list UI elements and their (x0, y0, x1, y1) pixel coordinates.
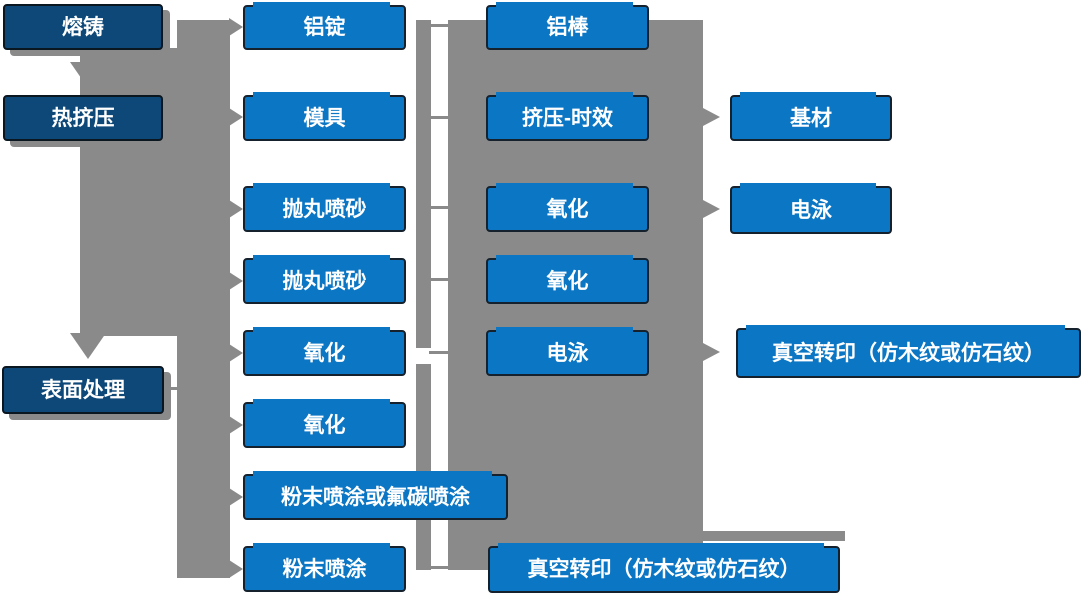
node-shot-blast-sand-2: 抛丸喷砂 (243, 255, 406, 304)
node-surface-treatment: 表面处理 (2, 366, 164, 414)
arrow-to-powder-or-fluorocarbon-coating (229, 488, 243, 506)
stage-arrow-to-hot-extrusion (70, 62, 106, 88)
node-aluminum-ingot: 铝锭 (243, 2, 406, 50)
arrow-to-oxidation-2 (229, 416, 243, 434)
arrow-to-electrophoresis-2 (703, 200, 720, 218)
arrow-to-vacuum-transfer-1 (703, 343, 720, 361)
collector-stub-row3 (429, 206, 450, 209)
node-aluminum-rod: 铝棒 (486, 2, 649, 50)
node-vacuum-transfer-2: 真空转印（仿木纹或仿石纹） (736, 325, 1081, 378)
node-vacuum-transfer-1: 真空转印（仿木纹或仿石纹） (488, 543, 840, 593)
node-mold: 模具 (243, 92, 406, 141)
arrow-to-mold (229, 108, 243, 126)
node-powder-coating: 粉末喷涂 (243, 543, 406, 592)
node-hot-extrusion: 热挤压 (3, 95, 163, 141)
collector-bar-upper (416, 20, 431, 348)
node-melting-casting: 熔铸 (3, 4, 163, 50)
distribution-band (177, 20, 230, 578)
collector-stub-row1 (429, 24, 450, 27)
arrow-to-oxidation-1 (229, 344, 243, 362)
arrow-to-shot-blast-sand-1 (229, 200, 243, 218)
arrow-to-powder-coating (229, 560, 243, 578)
stage-flow-band (80, 48, 177, 336)
collector-stub-row8 (429, 566, 450, 569)
node-oxidation-4: 氧化 (486, 255, 649, 304)
surface-treatment-connector-line (163, 387, 179, 390)
node-base-material: 基材 (730, 92, 892, 141)
process-band-bottom-branch (700, 531, 845, 541)
node-oxidation-3: 氧化 (486, 183, 649, 232)
arrow-to-shot-blast-sand-2 (229, 272, 243, 290)
collector-stub-row4 (429, 278, 450, 281)
arrow-to-base-material (703, 108, 720, 126)
collector-bar-lower (416, 364, 431, 570)
node-oxidation-1: 氧化 (243, 327, 406, 376)
stage-arrow-to-surface-treatment (70, 333, 106, 359)
collector-stub-row2 (429, 116, 450, 119)
node-oxidation-2: 氧化 (243, 399, 406, 448)
node-electrophoresis-2: 电泳 (730, 183, 892, 234)
node-extrusion-aging: 挤压-时效 (486, 92, 649, 141)
collector-stub-row5 (429, 351, 450, 354)
arrow-to-aluminum-ingot (229, 18, 243, 36)
node-shot-blast-sand-1: 抛丸喷砂 (243, 183, 406, 232)
node-powder-or-fluorocarbon-coating: 粉末喷涂或氟碳喷涂 (243, 471, 508, 520)
node-electrophoresis-1: 电泳 (486, 327, 649, 376)
